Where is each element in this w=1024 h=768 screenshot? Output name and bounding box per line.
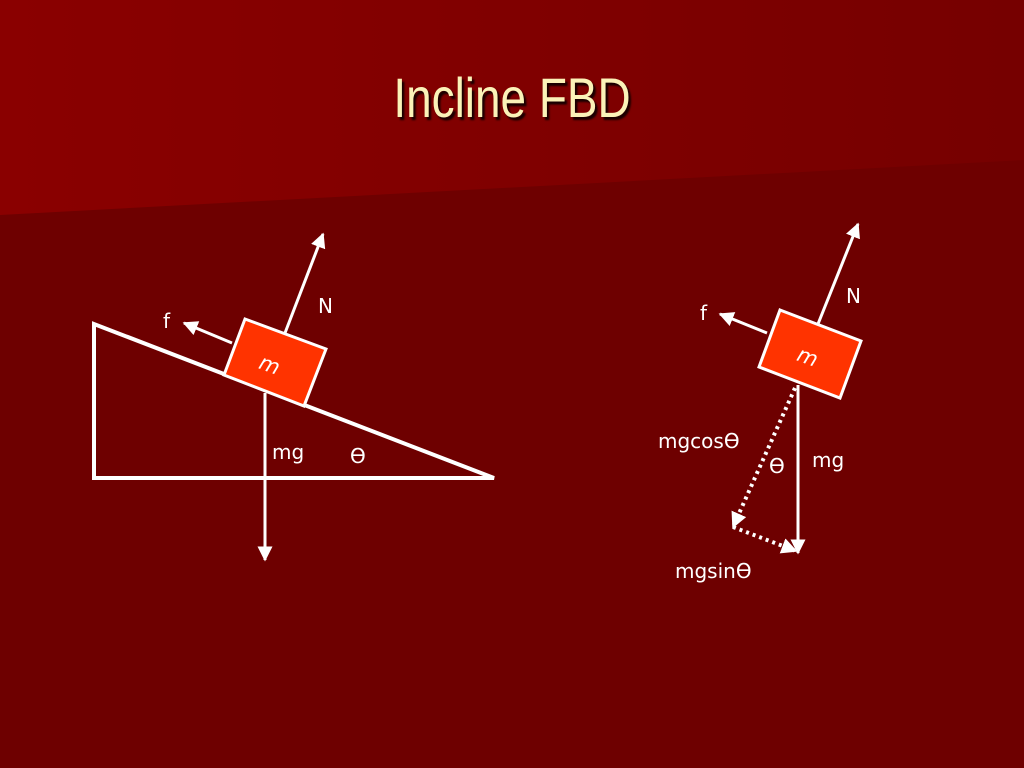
right-fbd-diagram: m N f mgcosƟ Ɵ mg mgsinƟ (658, 222, 863, 583)
normal-force-arrow (283, 232, 326, 334)
friction-force-label: f (163, 309, 171, 333)
parallel-component-label: mgsinƟ (675, 559, 752, 583)
weight-force-label: mg (272, 440, 304, 464)
angle-label: Ɵ (769, 454, 785, 478)
left-incline-diagram: m N f mg Ɵ (92, 232, 495, 562)
friction-force-label: f (700, 301, 708, 325)
mass-block (757, 308, 863, 400)
angle-label: Ɵ (350, 444, 366, 468)
mass-block (222, 317, 328, 408)
friction-force-arrow (718, 312, 768, 335)
weight-force-label: mg (812, 448, 844, 472)
friction-force-arrow (182, 321, 233, 345)
perpendicular-component-label: mgcosƟ (658, 429, 740, 453)
normal-force-label: N (318, 294, 333, 318)
normal-force-arrow (816, 222, 860, 325)
parallel-component-arrow (732, 525, 798, 554)
slide-title: Incline FBD (393, 66, 631, 129)
normal-force-label: N (846, 284, 861, 308)
perpendicular-component-arrow (731, 387, 797, 529)
